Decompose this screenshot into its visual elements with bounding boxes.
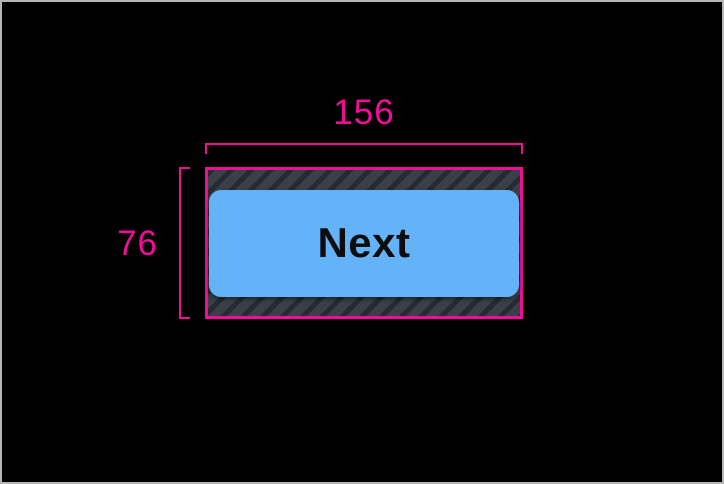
height-dimension-label: 76 bbox=[117, 223, 158, 263]
next-button[interactable]: Next bbox=[209, 189, 519, 297]
next-button-label: Next bbox=[317, 219, 411, 266]
width-dimension-bracket bbox=[205, 143, 523, 154]
width-dimension-label: 156 bbox=[333, 93, 395, 132]
height-dimension-bracket bbox=[179, 167, 190, 319]
widget-selection-outline: Next bbox=[205, 167, 523, 319]
